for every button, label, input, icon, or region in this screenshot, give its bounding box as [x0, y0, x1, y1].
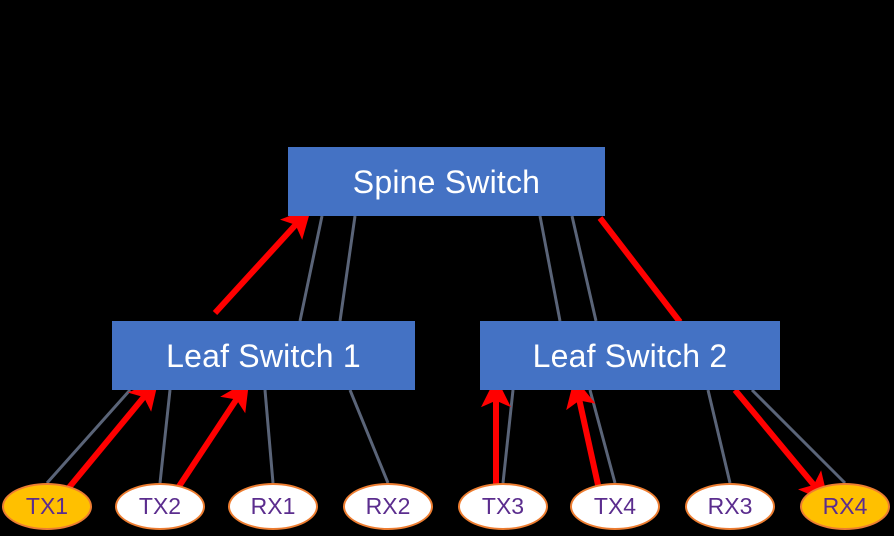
host-node-rx2[interactable]: RX2	[343, 483, 433, 530]
link-rx1-leaf1	[263, 389, 275, 484]
leaf-switch-2-label: Leaf Switch 2	[532, 337, 728, 374]
host-node-label: TX4	[593, 493, 637, 519]
leaf-switch-1-label: Leaf Switch 1	[166, 337, 361, 374]
host-node-tx4[interactable]: TX4	[570, 483, 660, 530]
host-node-tx2[interactable]: TX2	[115, 483, 205, 530]
host-node-rx1[interactable]: RX1	[228, 483, 318, 530]
host-node-label: TX3	[481, 493, 525, 519]
link-leaf2-spine-b	[570, 215, 598, 322]
host-node-label: RX3	[707, 493, 753, 519]
link-leaf2-spine-a	[538, 215, 562, 322]
spine-switch-label: Spine Switch	[352, 163, 541, 200]
flow-leaf2-to-rx4	[732, 388, 829, 503]
flow-tx2-to-leaf1	[167, 379, 250, 502]
flow-tx4-to-leaf2	[566, 377, 603, 495]
host-node-label: RX4	[822, 493, 868, 519]
link-tx2-leaf1	[158, 389, 172, 484]
link-leaf1-spine-b	[338, 215, 357, 322]
link-rx3-leaf2	[706, 389, 732, 484]
host-node-tx3[interactable]: TX3	[458, 483, 548, 530]
flow-tx1-to-leaf1	[59, 379, 159, 498]
leaf-switch-1-node[interactable]: Leaf Switch 1	[112, 321, 415, 390]
spine-switch-node[interactable]: Spine Switch	[288, 147, 605, 216]
link-leaf1-spine-a	[298, 215, 324, 322]
host-node-label: RX1	[250, 493, 296, 519]
flow-spine-to-leaf2	[597, 216, 683, 324]
host-node-rx4[interactable]: RX4	[800, 483, 890, 530]
host-node-tx1[interactable]: TX1	[2, 483, 92, 530]
host-node-label: TX2	[138, 493, 182, 519]
highlighted-links-group	[59, 207, 829, 503]
leaf-switch-2-node[interactable]: Leaf Switch 2	[480, 321, 780, 390]
host-node-rx3[interactable]: RX3	[685, 483, 775, 530]
link-tx3-leaf2	[501, 389, 515, 484]
link-rx4-leaf2	[750, 388, 847, 485]
host-node-label: TX1	[25, 493, 69, 519]
flow-leaf1-to-spine	[212, 207, 312, 316]
link-rx2-leaf1	[348, 389, 390, 484]
link-tx1-leaf1	[45, 389, 132, 484]
host-node-label: RX2	[365, 493, 411, 519]
